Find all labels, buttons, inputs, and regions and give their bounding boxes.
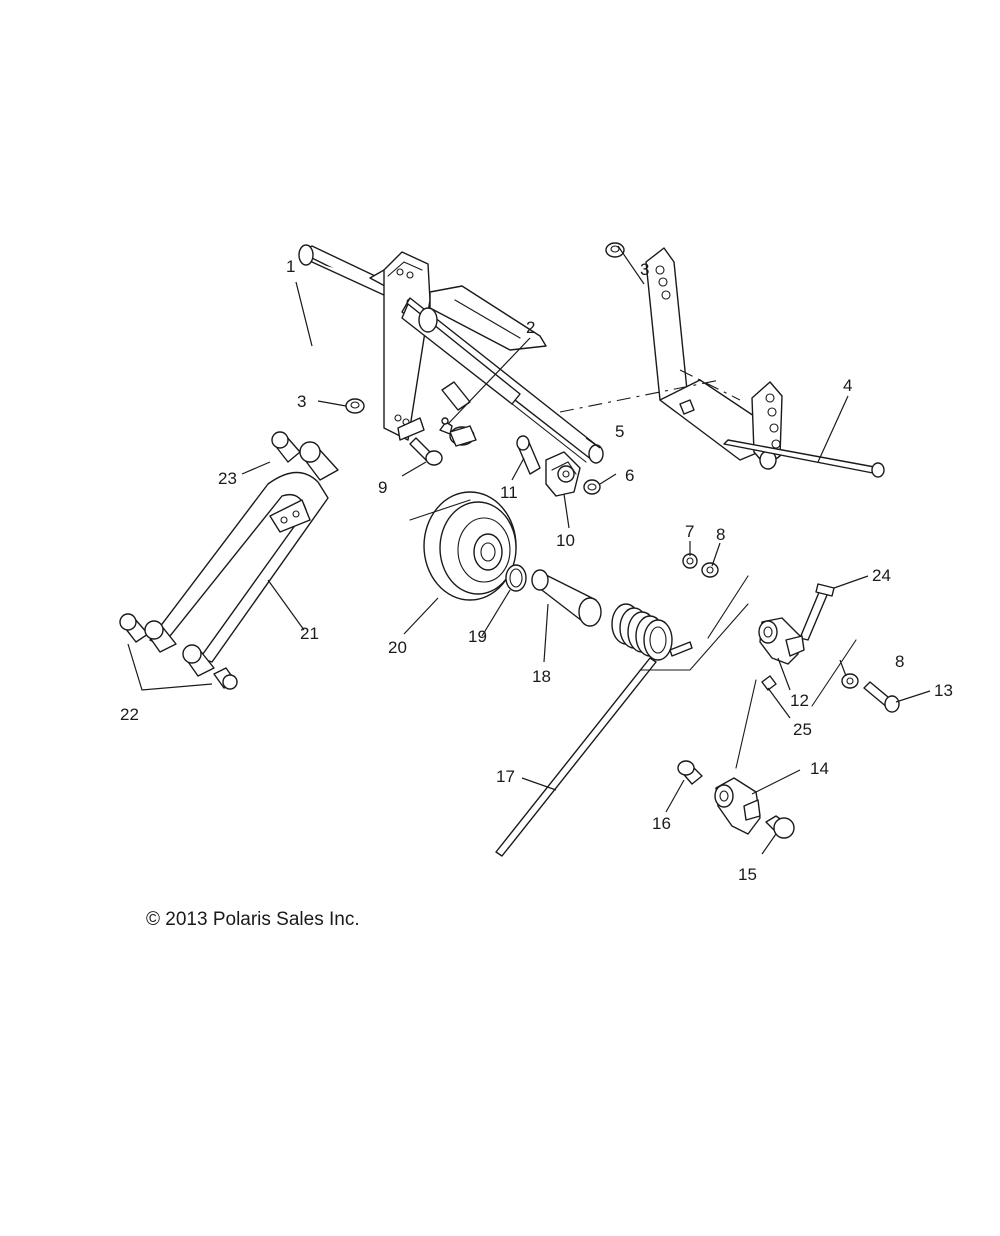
part-8-washer-upper (701, 562, 719, 578)
callout-6: 6 (625, 466, 634, 485)
part-3-nut-left (345, 398, 365, 414)
callout-2: 2 (526, 318, 535, 337)
callout-23: 23 (218, 469, 237, 488)
part-2-grease-fitting (439, 417, 453, 435)
part-22-bushing-c (182, 644, 215, 677)
callout-11: 11 (500, 483, 518, 502)
part-16-bushing (677, 760, 703, 785)
part-14-adjuster-block (714, 777, 761, 835)
callout-16: 16 (652, 814, 671, 833)
part-19-o-ring (505, 564, 527, 592)
callout-17: 17 (496, 767, 515, 786)
assembly-line-adjuster-a (707, 575, 749, 639)
part-22-bushing-b (144, 620, 177, 653)
assembly-line-14 (735, 679, 757, 769)
callout-4: 4 (843, 376, 852, 395)
part-23-bushing-b (299, 441, 339, 481)
part-7-nut (682, 553, 698, 569)
alignment-line-bracket (679, 369, 741, 401)
callout-1: 1 (286, 257, 295, 276)
callout-25: 25 (793, 720, 812, 739)
part-22-bushing-d (213, 667, 238, 690)
part-24-bolt (799, 583, 835, 641)
callout-21: 21 (300, 624, 319, 643)
callout-13: 13 (934, 681, 953, 700)
part-18-spacer-tube (531, 569, 602, 627)
callout-8-upper: 8 (716, 525, 725, 544)
part-11-bushing (516, 435, 541, 475)
callout-labels: 1 2 3 3 4 5 6 7 8 8 9 10 11 12 13 14 15 … (120, 257, 953, 884)
copyright-notice: © 2013 Polaris Sales Inc. (146, 909, 360, 930)
assembly-line-wheel (409, 499, 471, 521)
part-20-idler-wheel (423, 491, 517, 601)
callout-12: 12 (790, 691, 809, 710)
part-12-adjuster-cam (758, 617, 805, 665)
rail-bracket (645, 247, 783, 470)
callout-14: 14 (810, 759, 829, 778)
part-8-washer-lower (841, 673, 859, 689)
part-9-bolt (409, 437, 443, 466)
callout-20: 20 (388, 638, 407, 657)
part-4-long-bolt (723, 439, 885, 478)
part-13-bolt (863, 681, 900, 713)
callout-15: 15 (738, 865, 757, 884)
callout-19: 19 (468, 627, 487, 646)
callout-22: 22 (120, 705, 139, 724)
part-15-cap (765, 815, 795, 839)
part-25-set-screw (761, 675, 777, 691)
callout-3-upper: 3 (640, 260, 649, 279)
leader-lines (127, 245, 931, 855)
callout-18: 18 (532, 667, 551, 686)
callout-9: 9 (378, 478, 387, 497)
assembly-line-adjuster-b (811, 639, 857, 707)
assembly-line-spring (639, 603, 749, 671)
callout-7: 7 (685, 522, 694, 541)
callout-5: 5 (615, 422, 624, 441)
part-6-washer (583, 479, 601, 495)
part-17-torsion-spring (495, 603, 693, 857)
callout-3-left: 3 (297, 392, 306, 411)
part-10-idler-bracket (545, 451, 581, 497)
part-3-nut-upper (605, 242, 625, 258)
part-23-bushing-a (271, 431, 301, 463)
callout-8-lower: 8 (895, 652, 904, 671)
callout-24: 24 (872, 566, 891, 585)
callout-10: 10 (556, 531, 575, 550)
part-22-bushing-a (119, 613, 149, 643)
